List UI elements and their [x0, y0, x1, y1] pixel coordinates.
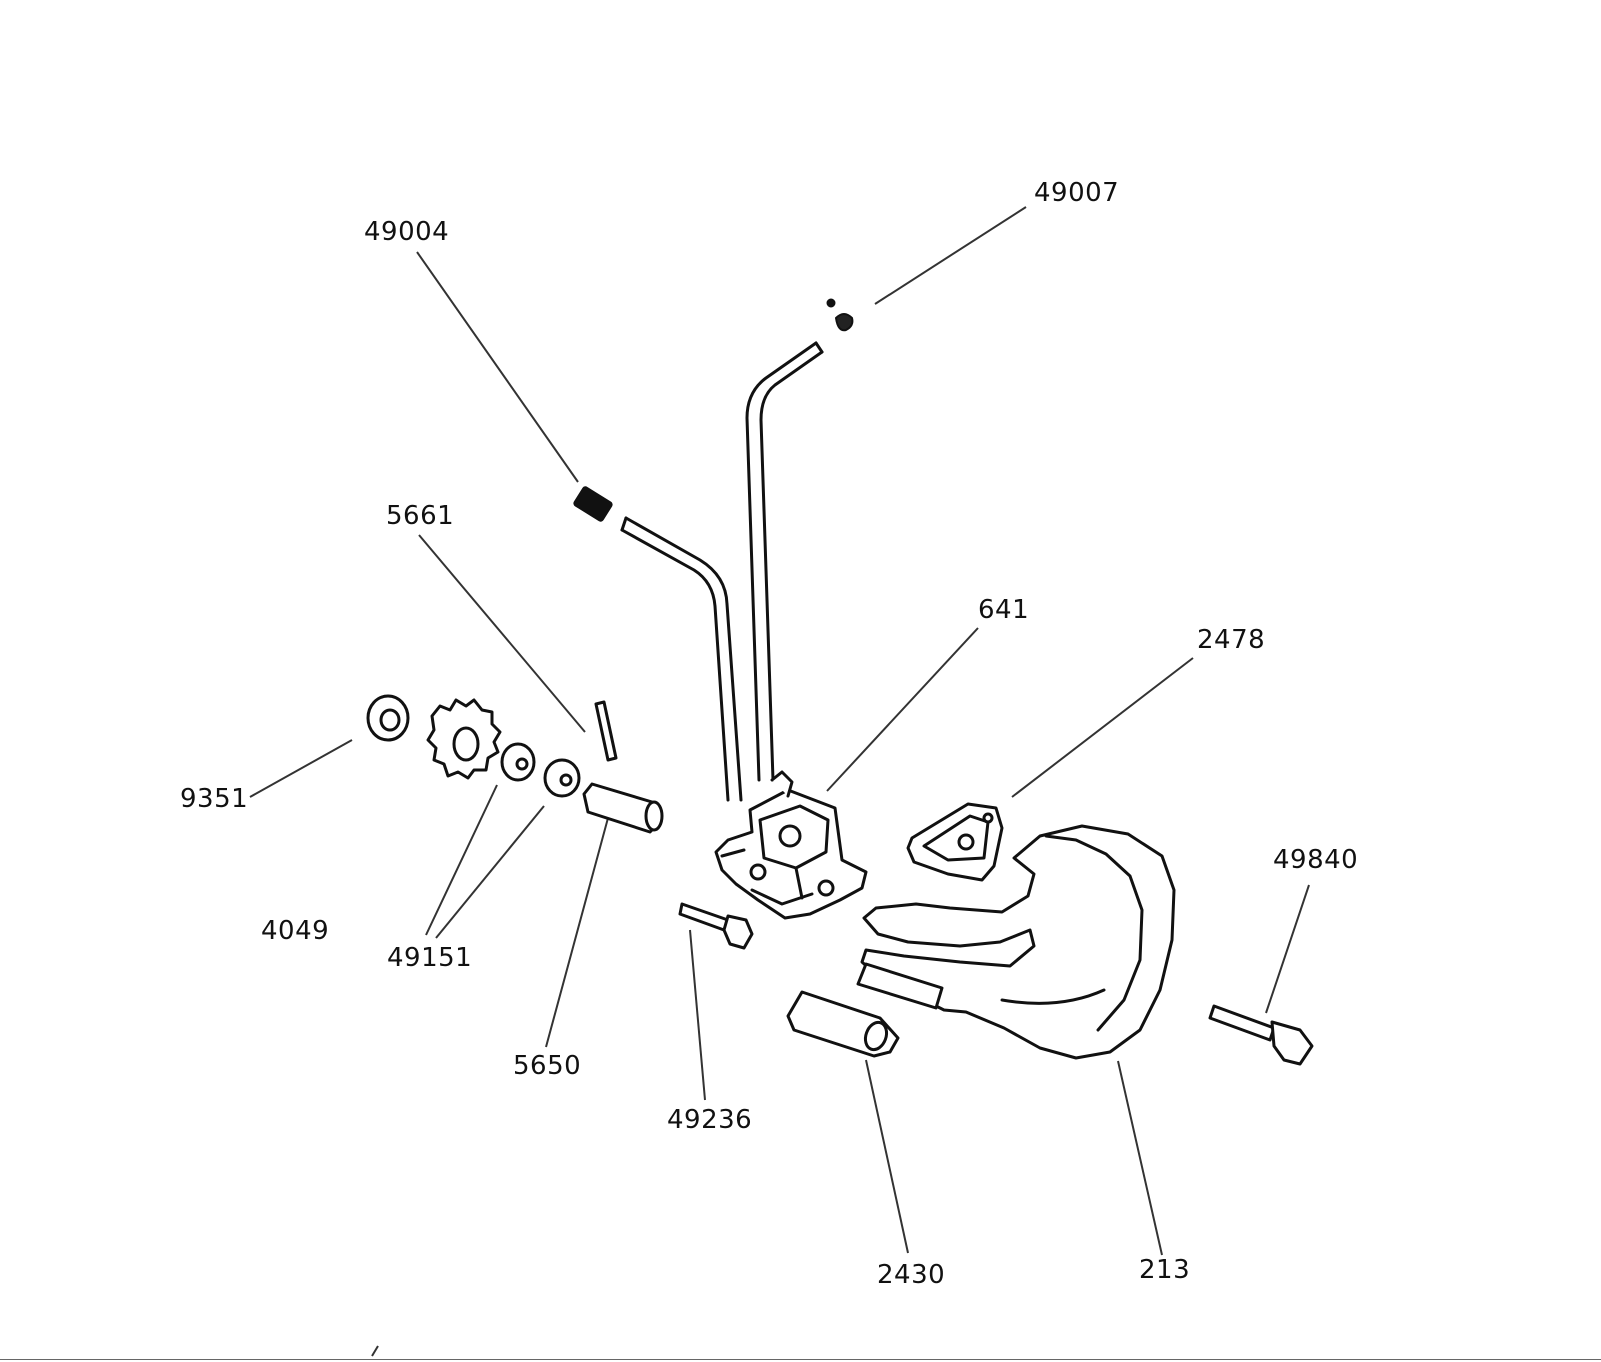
label-49151: 49151	[387, 943, 473, 973]
leader-49151-a	[425, 784, 498, 936]
nut-9351	[366, 694, 410, 742]
label-9351: 9351	[180, 784, 249, 814]
leader-49004	[416, 251, 579, 483]
label-2478: 2478	[1197, 625, 1266, 655]
label-2430: 2430	[877, 1260, 946, 1290]
sleeve-49004	[573, 486, 613, 522]
corner-mark	[371, 1345, 379, 1357]
pipe-lower	[620, 516, 743, 802]
cover-plate-2478	[906, 802, 1004, 882]
leader-9351	[249, 739, 353, 798]
filter-2430	[786, 962, 944, 1058]
pin-5661	[594, 700, 618, 762]
gear-4049	[426, 698, 502, 780]
leader-213	[1117, 1060, 1163, 1256]
label-4049: 4049	[261, 916, 330, 946]
screw-49236	[678, 902, 754, 950]
label-5661: 5661	[386, 501, 455, 531]
clip-49007	[826, 298, 854, 332]
leader-49151-b	[435, 805, 545, 939]
label-5650: 5650	[513, 1051, 582, 1081]
shaft-5650	[582, 782, 664, 834]
leader-2430	[865, 1059, 909, 1254]
label-213: 213	[1139, 1255, 1191, 1285]
leader-lines	[249, 206, 1310, 1256]
label-49236: 49236	[667, 1105, 753, 1135]
pipe-upper	[745, 341, 824, 782]
bottom-border	[0, 1359, 1601, 1360]
leader-49840	[1265, 884, 1310, 1014]
leader-641	[826, 627, 979, 792]
label-49004: 49004	[364, 217, 450, 247]
leader-49007	[874, 206, 1027, 305]
leader-5650	[545, 817, 609, 1048]
leader-5661	[418, 534, 586, 733]
strainer-213	[860, 824, 1176, 1060]
label-49007: 49007	[1034, 178, 1120, 208]
label-641: 641	[978, 595, 1030, 625]
washers-49151	[500, 742, 581, 798]
bolt-49840	[1208, 1004, 1314, 1066]
leader-2478	[1011, 657, 1194, 798]
leader-49236	[689, 929, 706, 1101]
pump-body-641	[714, 770, 868, 920]
label-49840: 49840	[1273, 845, 1359, 875]
